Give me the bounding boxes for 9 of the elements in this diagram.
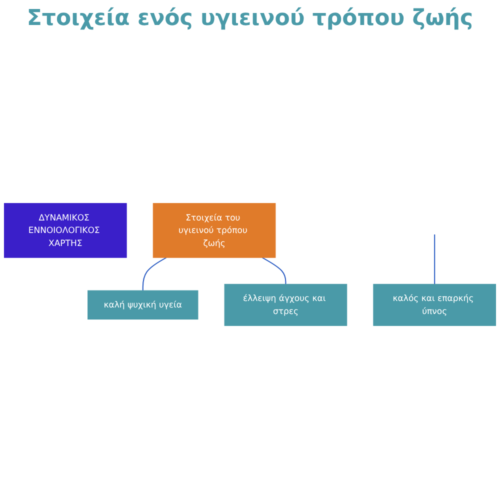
connector — [434, 234, 436, 284]
node-box: καλός και επαρκής ύπνος — [373, 284, 496, 326]
node-box: ΔΥΝΑΜΙΚΟΣ ΕΝΝΟΙΟΛΟΓΙΚΟΣ ΧΑΡΤΗΣ — [4, 203, 127, 258]
node-box: έλλειψη άγχους και στρες — [224, 284, 348, 326]
connector — [142, 257, 167, 291]
node-box: καλή ψυχική υγεία — [88, 290, 198, 320]
connector — [262, 257, 286, 284]
diagram-title: Στοιχεία ενός υγιεινού τρόπου ζωής — [26, 6, 474, 31]
node-box: Στοιχεία του υγιεινού τρόπου ζωής — [152, 203, 276, 258]
